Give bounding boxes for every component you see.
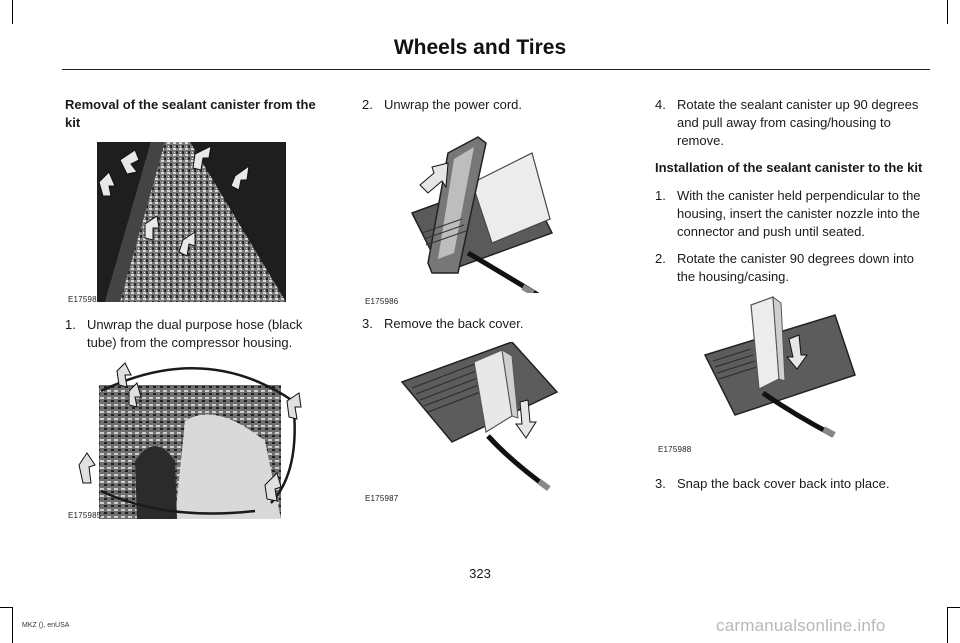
crop-mark-bottom-left-v <box>12 608 13 643</box>
step-text: Rotate the sealant canister up 90 degree… <box>677 97 919 148</box>
figure-e175985: E175985 <box>65 361 330 520</box>
step-number: 2. <box>655 251 666 266</box>
crop-mark-top-left-v <box>12 0 13 24</box>
step-number: 4. <box>655 97 666 112</box>
power-cord-illustration <box>410 136 554 293</box>
installation-step-2: 2. Rotate the canister 90 degrees down i… <box>655 250 930 286</box>
figure-e175986: E175986 <box>362 123 627 306</box>
removal-step-1: 1. Unwrap the dual purpose hose (black t… <box>65 316 330 352</box>
figure-code: E175988 <box>658 445 692 454</box>
step-text: Rotate the canister 90 degrees down into… <box>677 251 915 284</box>
crop-mark-bottom-right-h <box>947 607 960 608</box>
installation-step-3: 3. Snap the back cover back into place. <box>655 475 930 493</box>
step-text: Unwrap the dual purpose hose (black tube… <box>87 317 303 350</box>
step-number: 2. <box>362 97 373 112</box>
back-cover-illustration <box>400 342 559 491</box>
canister-kit-illustration <box>97 142 286 302</box>
step-text: Remove the back cover. <box>384 316 524 331</box>
step-number: 3. <box>362 316 373 331</box>
removal-step-3: 3. Remove the back cover. <box>362 315 627 333</box>
step-number: 3. <box>655 476 666 491</box>
figure-e175988: E175988 <box>655 295 930 455</box>
crop-mark-bottom-left-h <box>0 607 13 608</box>
canister-install-illustration <box>703 295 856 438</box>
installation-step-1: 1. With the canister held perpendicular … <box>655 187 930 241</box>
step-text: Snap the back cover back into place. <box>677 476 890 491</box>
column-2: 2. Unwrap the power cord. E175986 3. Rem… <box>362 96 627 503</box>
crop-mark-bottom-right-v <box>947 608 948 643</box>
step-number: 1. <box>655 188 666 203</box>
column-1: Removal of the sealant canister from the… <box>65 96 330 520</box>
figure-code: E175984 <box>68 295 102 304</box>
column-3: 4. Rotate the sealant canister up 90 deg… <box>655 96 930 502</box>
crop-mark-top-right-v <box>947 0 948 24</box>
footer-edition: MKZ (), enUSA <box>22 622 70 629</box>
figure-e175984: E175984 <box>65 142 330 304</box>
step-text: Unwrap the power cord. <box>384 97 523 112</box>
page-number: 323 <box>469 566 491 581</box>
figure-code: E175985 <box>68 511 102 520</box>
figure-code: E175986 <box>365 297 399 306</box>
title-rule <box>62 69 930 70</box>
figure-e175987: E175987 <box>362 342 627 503</box>
installation-heading: Installation of the sealant canister to … <box>655 160 923 175</box>
watermark: carmanualsonline.info <box>716 616 886 635</box>
removal-step-2: 2. Unwrap the power cord. <box>362 96 627 114</box>
step-number: 1. <box>65 317 76 332</box>
hose-unwrap-illustration <box>78 362 302 519</box>
page-title: Wheels and Tires <box>393 36 567 59</box>
figure-code: E175987 <box>365 494 399 503</box>
step-text: With the canister held perpendicular to … <box>677 188 921 239</box>
removal-heading: Removal of the sealant canister from the… <box>65 97 316 130</box>
removal-step-4: 4. Rotate the sealant canister up 90 deg… <box>655 96 930 150</box>
